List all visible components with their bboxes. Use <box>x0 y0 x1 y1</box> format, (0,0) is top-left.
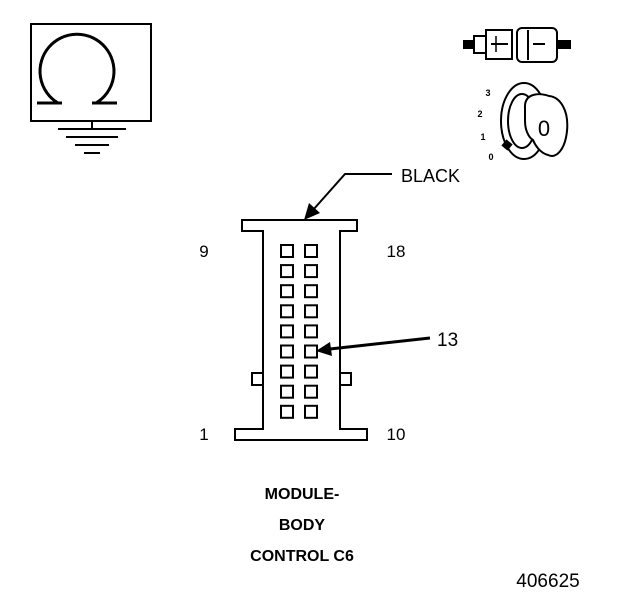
connector-latch-right <box>339 372 352 386</box>
pin-callout-leader <box>329 336 431 351</box>
pin-cavity-16 <box>304 284 318 299</box>
wire-color-label: BLACK <box>401 166 460 186</box>
ignition-position-1: 1 <box>480 132 485 142</box>
connector-body <box>234 219 368 441</box>
figure-id: 406625 <box>516 571 579 592</box>
pin-number-1: 1 <box>199 425 208 444</box>
ignition-position-2: 2 <box>477 109 482 119</box>
pin-cavity-4 <box>280 344 294 359</box>
connector-caption-line-1: MODULE- <box>265 486 340 503</box>
ignition-key-label: 0 <box>538 116 550 141</box>
wire-color-leader <box>312 173 392 211</box>
connector-caption-line-3: CONTROL C6 <box>250 548 354 565</box>
pin-cavity-18 <box>304 244 318 258</box>
pin-number-18: 18 <box>387 242 406 261</box>
pin-cavity-6 <box>280 304 294 319</box>
pin-cavity-11 <box>304 384 318 399</box>
pin-cavity-12 <box>304 364 318 379</box>
pin-cavity-14 <box>304 324 318 339</box>
pin-cavity-15 <box>304 304 318 319</box>
connector-caption-line-2: BODY <box>279 517 326 534</box>
pin-number-9: 9 <box>199 242 208 261</box>
pin-cavity-2 <box>280 384 294 399</box>
ignition-icon: 0 3 2 1 0 <box>477 82 569 162</box>
pin-cavity-grid <box>280 244 318 419</box>
ignition-position-3: 3 <box>485 88 490 98</box>
pin-number-10: 10 <box>387 425 406 444</box>
pin-cavity-3 <box>280 364 294 379</box>
connector-icon <box>463 27 571 63</box>
pin-cavity-13 <box>304 344 318 359</box>
pin-cavity-7 <box>280 284 294 299</box>
connector-latch-left <box>251 372 264 386</box>
wire-color-arrowhead <box>304 203 320 220</box>
pin-cavity-8 <box>280 264 294 279</box>
pin-cavity-9 <box>280 244 294 258</box>
pin-callout-arrowhead <box>316 342 332 356</box>
ohmmeter-icon <box>30 23 152 154</box>
pin-cavity-1 <box>280 404 294 419</box>
ignition-position-0: 0 <box>488 152 493 162</box>
pin-cavity-10 <box>304 404 318 419</box>
pin-callout-label: 13 <box>437 330 458 351</box>
pin-cavity-17 <box>304 264 318 279</box>
pin-cavity-5 <box>280 324 294 339</box>
